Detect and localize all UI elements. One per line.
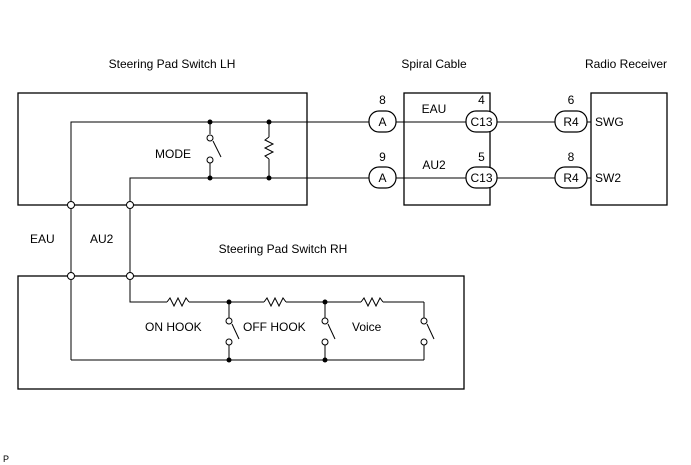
receiver-terminal-swg: SWG <box>595 115 624 129</box>
connector-a-bottom <box>368 166 397 189</box>
connector-r4-bottom-name: R4 <box>563 171 579 185</box>
on-hook-switch-contact-bottom <box>225 338 233 346</box>
junction-dot <box>266 119 272 125</box>
voice-switch-contact-top <box>420 317 428 325</box>
off-hook-switch-contact-top <box>321 317 329 325</box>
connector-c13-top <box>465 110 498 133</box>
mode-switch-contact-top <box>206 134 214 142</box>
junction-dot <box>226 299 232 305</box>
radio-receiver-box <box>590 92 668 206</box>
radio-receiver-title: Radio Receiver <box>585 57 667 71</box>
connector-a-top-pin: 8 <box>379 93 386 107</box>
off-hook-switch-contact-bottom <box>321 338 329 346</box>
connector-a-bottom-pin: 9 <box>379 150 386 164</box>
connector-c13-bottom-name: C13 <box>470 171 492 185</box>
junction-dot <box>322 357 328 363</box>
junction-dot <box>266 175 272 181</box>
footer-mark: P <box>3 454 9 464</box>
splice-point <box>67 272 75 280</box>
off-hook-switch-label: OFF HOOK <box>243 320 306 334</box>
receiver-terminal-sw2: SW2 <box>595 171 621 185</box>
voice-switch-label: Voice <box>352 320 382 334</box>
au2-wire-lh <box>129 177 369 274</box>
on-hook-switch-label: ON HOOK <box>145 320 202 334</box>
connector-a-bottom-name: A <box>378 171 386 185</box>
connector-r4-top-name: R4 <box>563 115 579 129</box>
connector-c13-top-name: C13 <box>470 115 492 129</box>
splice-point <box>67 201 75 209</box>
connector-r4-top-pin: 6 <box>568 93 575 107</box>
spiral-cable-title: Spiral Cable <box>401 57 467 71</box>
connector-r4-bottom <box>554 166 588 189</box>
spiral-terminal-au2: AU2 <box>422 158 446 172</box>
steering-pad-switch-rh-box <box>17 275 465 390</box>
junction-dot <box>207 119 213 125</box>
connector-c13-bottom <box>465 166 498 189</box>
on-hook-resistor <box>166 296 190 308</box>
connector-r4-bottom-pin: 8 <box>568 150 575 164</box>
mode-switch-contact-bottom <box>206 156 214 164</box>
connector-a-top-name: A <box>378 115 386 129</box>
au2-wire-label: AU2 <box>90 232 114 246</box>
connector-a-top <box>368 110 397 133</box>
splice-point <box>126 201 134 209</box>
mode-switch-label: MODE <box>155 147 191 161</box>
spiral-cable-box <box>403 92 491 206</box>
connector-c13-top-pin: 4 <box>478 93 485 107</box>
voice-resistor <box>360 296 384 308</box>
voice-switch-contact-bottom <box>420 338 428 346</box>
steering-pad-switch-lh-box <box>17 92 308 206</box>
on-hook-switch-contact-top <box>225 317 233 325</box>
spiral-terminal-eau: EAU <box>422 102 447 116</box>
connector-r4-top <box>554 110 588 133</box>
splice-point <box>126 272 134 280</box>
off-hook-switch-blade <box>327 323 336 340</box>
off-hook-resistor <box>263 296 287 308</box>
on-hook-switch-blade <box>231 323 240 340</box>
mode-switch-blade <box>212 140 222 158</box>
steering-pad-switch-rh-title: Steering Pad Switch RH <box>219 242 348 256</box>
rh-au2-wire <box>129 280 167 303</box>
voice-switch-blade <box>426 323 435 340</box>
connector-c13-bottom-pin: 5 <box>478 150 485 164</box>
junction-dot <box>207 175 213 181</box>
steering-pad-switch-lh-title: Steering Pad Switch LH <box>109 57 236 71</box>
eau-wire-label: EAU <box>30 232 55 246</box>
junction-dot <box>226 357 232 363</box>
lh-resistor <box>263 136 275 160</box>
junction-dot <box>322 299 328 305</box>
